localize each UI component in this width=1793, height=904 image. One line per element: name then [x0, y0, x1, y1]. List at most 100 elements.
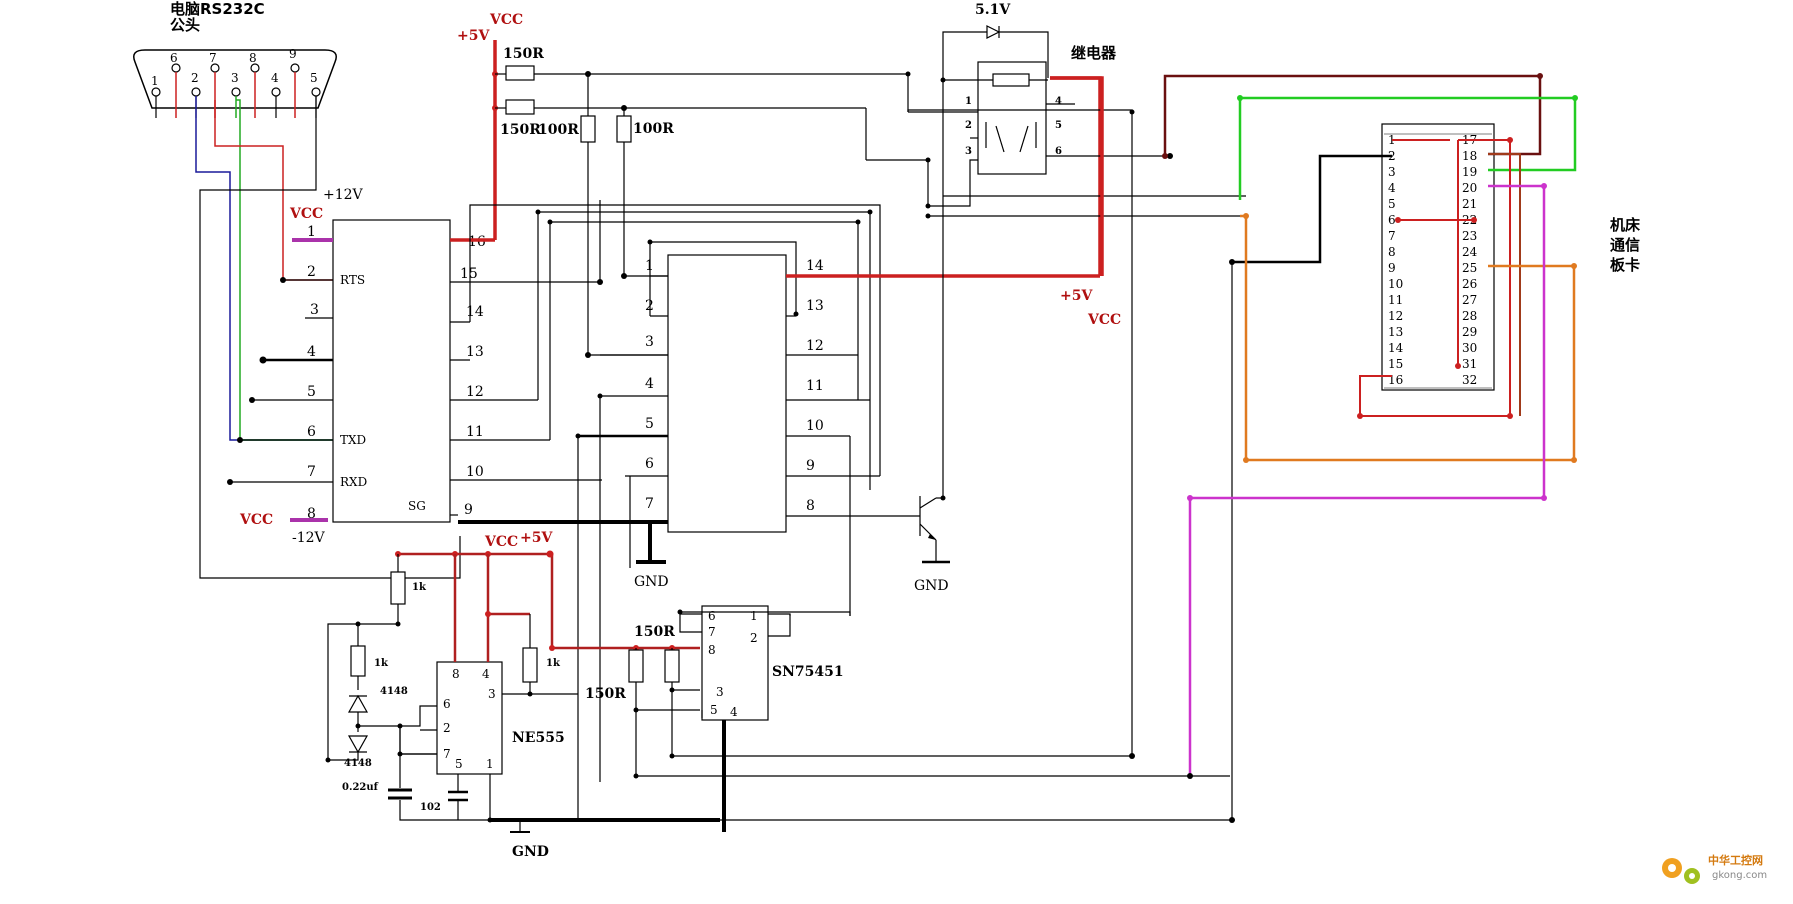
connector-pin-label: 31	[1462, 357, 1477, 371]
connector-pin-label: 11	[1388, 293, 1403, 307]
db9-pin-label: 6	[170, 51, 178, 65]
rs232-pin-label: 11	[466, 424, 484, 440]
minus12v-label: -12V	[292, 530, 326, 546]
connector-pin-label: 19	[1462, 165, 1477, 179]
resistor-1k-b	[350, 645, 366, 677]
card-label-line: 板卡	[1610, 256, 1640, 274]
resistor-150r-sn-a	[628, 649, 644, 683]
db9-pin-label: 1	[151, 74, 159, 88]
rs232-pin-label: 1	[307, 224, 316, 240]
chip2-pin-label: 7	[645, 496, 654, 512]
connector-pin-label: 6	[1388, 213, 1396, 227]
right-supply: +5V VCC	[1050, 76, 1121, 328]
cap-label: 102	[420, 802, 441, 813]
connector-pin-label: 26	[1462, 277, 1477, 291]
relay-pin-label: 5	[1055, 120, 1062, 131]
relay: 5.1V 继电器 1 2 3 4 5 6	[865, 2, 1246, 756]
diode-label: 4148	[380, 686, 408, 697]
db9-pin-label: 9	[289, 47, 297, 61]
sn75451-pin-label: 2	[750, 631, 758, 645]
chip2-pin-label: 1	[645, 258, 654, 274]
txd-label: TXD	[340, 433, 366, 447]
watermark-logo: 中华工控网 gkong.com	[1662, 853, 1767, 884]
resistor-label: 150R	[585, 686, 626, 702]
ne555-timer: VCC +5V 1k 1k 4148 4148	[325, 530, 1235, 860]
connector-pin-label: 8	[1388, 245, 1396, 259]
ne555-pin-label: 7	[443, 747, 451, 761]
resistor-100r-a	[580, 115, 596, 143]
resistor-150r-sn-b	[664, 649, 680, 683]
connector-pin-label: 25	[1462, 261, 1477, 275]
connector-pin-label: 18	[1462, 149, 1477, 163]
ne555-body	[436, 661, 503, 775]
resistor-label: 150R	[500, 122, 541, 138]
vcc-label-right: VCC	[1087, 312, 1121, 328]
sn75451-pin-label: 8	[708, 643, 716, 657]
connector-pin-label: 9	[1388, 261, 1396, 275]
plus5v-label-top: +5V	[457, 28, 490, 44]
rs232-pin-label: 8	[307, 506, 316, 522]
relay-pin-label: 3	[965, 146, 972, 157]
plus5v-label-555: +5V	[520, 530, 553, 546]
resistor-150r-mid	[505, 99, 535, 115]
resistor-label: 1k	[374, 658, 389, 669]
sn75451-pin-label: 1	[750, 609, 758, 623]
chip2-pin-label: 6	[645, 456, 654, 472]
db9-pin-label: 5	[310, 71, 318, 85]
chip2-pin-label: 12	[806, 338, 824, 354]
resistor-label: 100R	[538, 122, 579, 138]
relay-pin-label: 2	[965, 120, 972, 131]
resistor-1k-a	[390, 571, 406, 605]
connector-pin-label: 3	[1388, 165, 1396, 179]
relay-pin-label: 1	[965, 96, 972, 107]
card-label: 机床 通信 板卡	[1610, 216, 1641, 274]
gnd-label-555: GND	[512, 844, 549, 860]
resistor-label: 1k	[546, 658, 561, 669]
rs232-pin-label: 7	[307, 464, 316, 480]
db9-top-pin-labels: 6 7 8 9	[170, 47, 297, 65]
buffer-chip: 1 2 3 4 5 6 7 14 13 12 11 10 9 8	[458, 254, 1100, 820]
rts-label: RTS	[340, 273, 365, 287]
rs232-pin-label: 12	[466, 384, 484, 400]
relay-red-feed	[1050, 76, 1104, 276]
sn75451-name: SN75451	[772, 664, 844, 680]
rs232-pin-label: 13	[466, 344, 484, 360]
connector-pin-label: 28	[1462, 309, 1477, 323]
chip2-pin-label: 5	[645, 416, 654, 432]
connector-pin-label: 21	[1462, 197, 1477, 211]
chip2-pin-label: 14	[806, 258, 824, 274]
sn75451-pin-label: 4	[730, 705, 738, 719]
sn75451-pin-label: 5	[710, 703, 718, 717]
connector-pin-label: 24	[1462, 245, 1478, 259]
vcc-label-rail: VCC	[489, 12, 523, 28]
db9-pin-label: 2	[191, 71, 199, 85]
zener-diode-icon	[986, 25, 1001, 39]
zener-label: 5.1V	[975, 2, 1011, 18]
relay-pin-label: 6	[1055, 146, 1062, 157]
connector-pin-label: 1	[1388, 133, 1396, 147]
chip2-pin-label: 13	[806, 298, 824, 314]
diode-label: 4148	[344, 758, 372, 769]
transistor: GND	[914, 496, 950, 594]
connector-pin-label: 29	[1462, 325, 1477, 339]
db9-pin-label: 8	[249, 51, 257, 65]
rs232-pin-label: 2	[307, 264, 316, 280]
ne555-pin-label: 2	[443, 721, 451, 735]
connector-pin-label: 32	[1462, 373, 1477, 387]
chip2-pin-label: 3	[645, 334, 654, 350]
connector-pin-label: 12	[1388, 309, 1403, 323]
relay-label: 继电器	[1071, 44, 1117, 62]
card-label-line: 通信	[1610, 236, 1640, 254]
ne555-pin-label: 5	[455, 757, 463, 771]
db9-title: 电脑RS232C	[170, 0, 265, 18]
ne555-pin-label: 8	[452, 667, 460, 681]
ne555-pin-label: 1	[486, 757, 494, 771]
resistor-label: 100R	[633, 121, 674, 137]
ne555-pin-label: 6	[443, 697, 451, 711]
rs232-pin-label: 15	[460, 266, 478, 282]
diode-4148-b-icon	[347, 735, 369, 754]
gnd-label-chip2: GND	[634, 574, 669, 590]
chip2-pin-label: 9	[806, 458, 815, 474]
